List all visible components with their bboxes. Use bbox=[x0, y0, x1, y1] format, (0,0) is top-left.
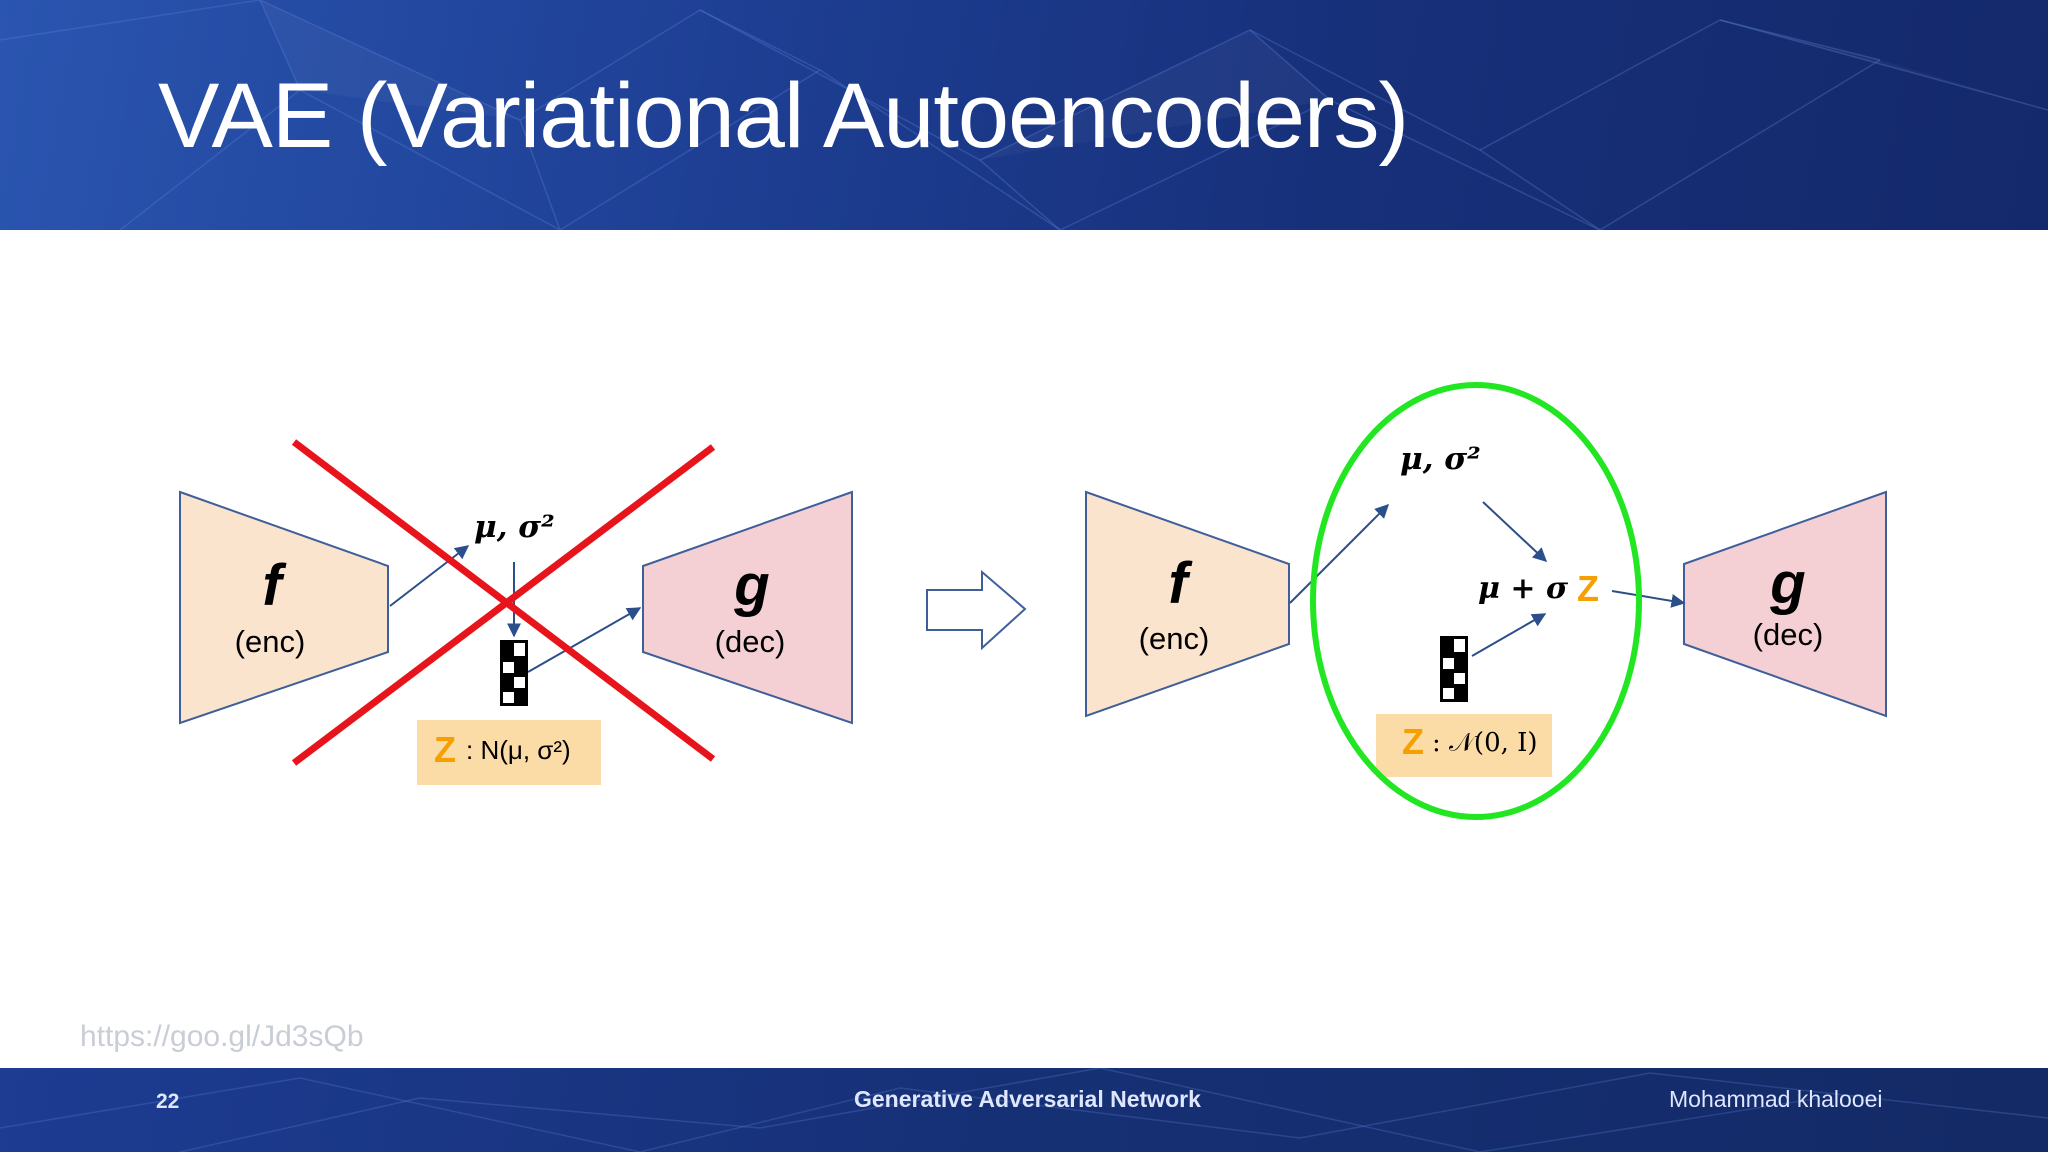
left-encoder-label: (enc) bbox=[235, 624, 306, 659]
right-enc-to-params-arrow bbox=[1289, 504, 1389, 604]
left-latent-params: μ, σ² bbox=[474, 509, 555, 545]
right-encoder-label: (enc) bbox=[1139, 621, 1210, 656]
right-hollow-arrow-icon bbox=[926, 569, 1027, 651]
right-decoder-symbol: g bbox=[1769, 551, 1805, 616]
right-encoder-trapezoid bbox=[1085, 490, 1290, 718]
left-diagram: f (enc) g (dec) μ, σ² Z : N(μ, σ²) bbox=[179, 439, 853, 785]
right-noise-box bbox=[1376, 714, 1552, 777]
source-url[interactable]: https://goo.gl/Jd3sQb bbox=[80, 1020, 364, 1053]
footer-author: Mohammad khalooei bbox=[1669, 1086, 1883, 1112]
right-latent-params: μ, σ² bbox=[1400, 441, 1481, 477]
left-z-symbol: Z bbox=[434, 729, 456, 770]
right-diagram: f (enc) g (dec) μ, σ² μ + σ Z Z : 𝒩(0, I… bbox=[1085, 382, 1887, 820]
right-reparam-to-dec-arrow bbox=[1611, 590, 1686, 608]
right-decoder-label: (dec) bbox=[1753, 617, 1824, 652]
cross-out-icon bbox=[291, 439, 716, 766]
right-reparam-expression: μ + σ bbox=[1478, 571, 1569, 606]
slide-footer bbox=[0, 1068, 2048, 1152]
left-z-to-dec-arrow bbox=[527, 607, 642, 673]
slide-header bbox=[0, 0, 2048, 230]
left-decoder-label: (dec) bbox=[715, 624, 786, 659]
right-z-distribution: : 𝒩(0, I) bbox=[1432, 728, 1538, 758]
slide-title: VAE (Variational Autoencoders) bbox=[158, 65, 1409, 167]
left-latent-sample-icon bbox=[500, 640, 528, 706]
right-z-symbol: Z bbox=[1402, 721, 1424, 762]
highlight-ellipse bbox=[1310, 382, 1642, 820]
right-reparam-z: Z bbox=[1577, 568, 1599, 609]
footer-presentation-title: Generative Adversarial Network bbox=[854, 1086, 1201, 1112]
right-params-to-reparam-arrow bbox=[1482, 501, 1548, 562]
left-noise-box bbox=[417, 720, 601, 785]
left-decoder-symbol: g bbox=[733, 553, 769, 618]
footer-pattern bbox=[0, 1068, 2048, 1152]
left-decoder-trapezoid bbox=[642, 490, 853, 725]
left-encoder-trapezoid bbox=[179, 490, 389, 725]
right-decoder-trapezoid bbox=[1683, 490, 1887, 718]
right-latent-sample-icon bbox=[1440, 636, 1468, 702]
left-z-distribution: : N(μ, σ²) bbox=[466, 735, 571, 765]
page-number: 22 bbox=[156, 1090, 180, 1113]
right-noise-to-reparam-arrow bbox=[1471, 613, 1547, 657]
left-enc-to-params-arrow bbox=[389, 545, 470, 607]
header-pattern bbox=[0, 0, 2048, 230]
